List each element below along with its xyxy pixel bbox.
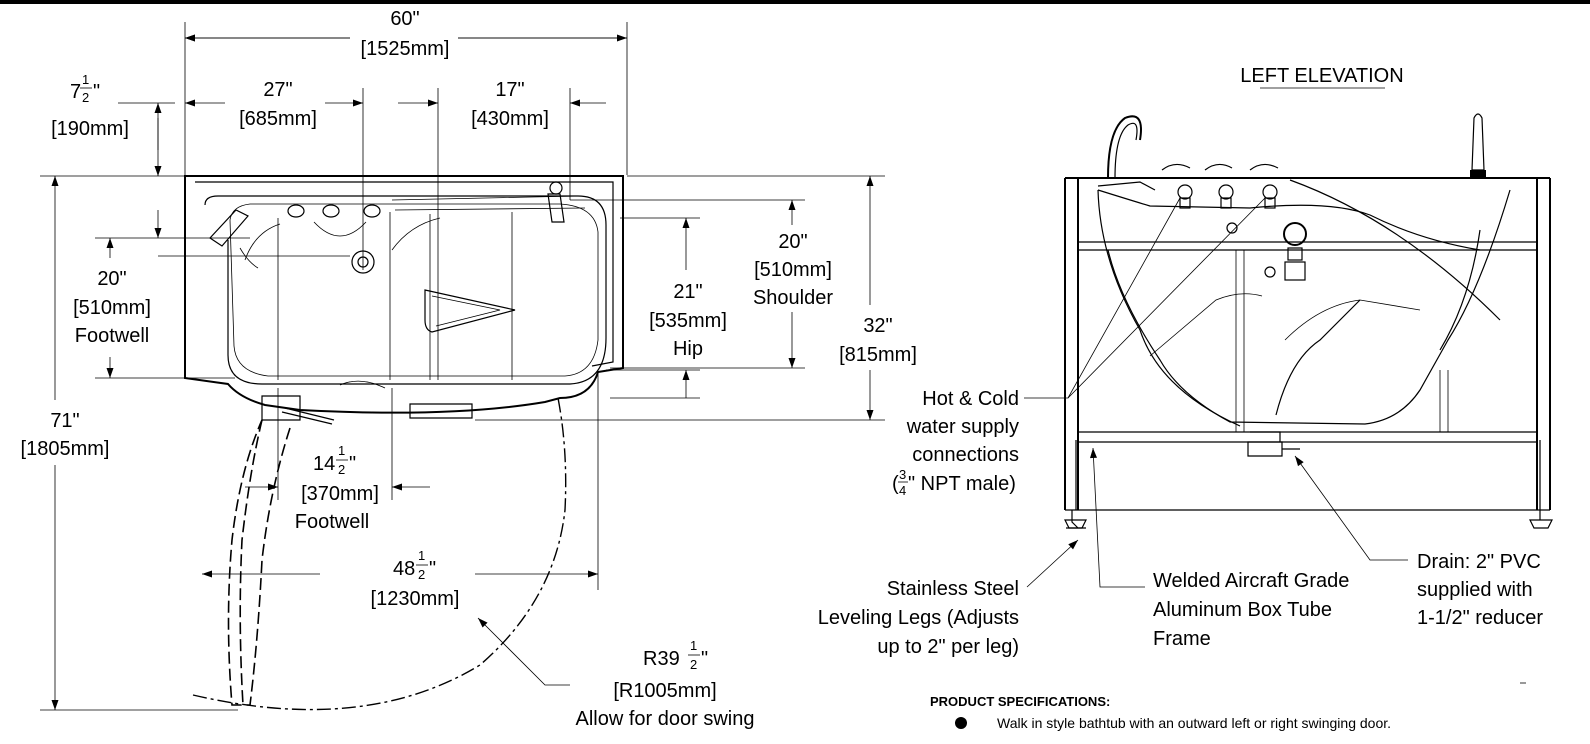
footwell-width-metric: [370mm] [301, 483, 379, 505]
svg-text:1: 1 [418, 548, 425, 563]
elevation-labels: LEFT ELEVATION Hot & Cold water supply c… [818, 65, 1544, 658]
svg-text:2: 2 [338, 462, 345, 477]
footwell-width-label: Footwell [295, 511, 369, 533]
specifications-heading: PRODUCT SPECIFICATIONS: [930, 694, 1111, 709]
svg-text:2: 2 [82, 90, 89, 105]
right-offset-imperial: 17" [495, 79, 524, 101]
frame-line2: Aluminum Box Tube [1153, 599, 1332, 621]
shoulder-depth-imperial: 20" [778, 231, 807, 253]
left-elevation-view [1024, 87, 1553, 684]
water-supply-line1: Hot & Cold [922, 388, 1019, 410]
footwell-depth-metric: [510mm] [73, 297, 151, 319]
drain-line2: supplied with [1417, 579, 1533, 601]
specification-item: Walk in style bathtub with an outward le… [930, 715, 1580, 731]
product-specifications: PRODUCT SPECIFICATIONS: Walk in style ba… [930, 694, 1580, 731]
top-border [0, 0, 1590, 4]
door-radius-label: Allow for door swing [576, 708, 755, 730]
drain-line3: 1-1/2" reducer [1417, 607, 1543, 629]
depth-metric: [815mm] [839, 344, 917, 366]
bullet-icon [955, 717, 967, 729]
depth-imperial: 32" [863, 315, 892, 337]
svg-text:" NPT male): " NPT male) [908, 473, 1016, 495]
footwell-depth-label: Footwell [75, 325, 149, 347]
door-radius-metric: [R1005mm] [613, 680, 716, 702]
legs-line2: Leveling Legs (Adjusts [818, 607, 1019, 629]
svg-text:1: 1 [690, 638, 697, 653]
clearance-metric: [1805mm] [21, 438, 110, 460]
svg-text:": " [429, 558, 436, 580]
legs-line3: up to 2" per leg) [877, 636, 1019, 658]
width-imperial: 60" [390, 8, 419, 30]
svg-text:(: ( [892, 473, 899, 495]
left-offset-imperial: 27" [263, 79, 292, 101]
specification-text: Walk in style bathtub with an outward le… [997, 715, 1392, 731]
svg-text:": " [93, 81, 100, 103]
legs-line1: Stainless Steel [887, 578, 1019, 600]
clearance-imperial: 71" [50, 410, 79, 432]
water-supply-line4: ( 3 4 " NPT male) [892, 467, 1016, 498]
hip-depth-label: Hip [673, 338, 703, 360]
svg-text:14: 14 [313, 453, 335, 475]
svg-text:3: 3 [899, 467, 906, 482]
view-title: LEFT ELEVATION [1240, 65, 1403, 87]
hip-depth-metric: [535mm] [649, 310, 727, 332]
svg-text:1: 1 [338, 443, 345, 458]
plan-view [40, 22, 885, 711]
plan-dimension-labels: 60" [1525mm] 27" [685mm] 17" [430mm] 7 1… [21, 8, 917, 730]
door-opening-metric: [1230mm] [371, 588, 460, 610]
svg-text:R39: R39 [643, 648, 680, 670]
svg-text:1: 1 [82, 72, 89, 87]
water-supply-line3: connections [912, 444, 1019, 466]
frame-line1: Welded Aircraft Grade [1153, 570, 1349, 592]
shoulder-depth-metric: [510mm] [754, 259, 832, 281]
shoulder-depth-label: Shoulder [753, 287, 833, 309]
drain-line1: Drain: 2" PVC [1417, 551, 1541, 573]
left-offset-metric: [685mm] [239, 108, 317, 130]
valves [1161, 163, 1279, 209]
svg-text:": " [349, 453, 356, 475]
svg-text:7: 7 [70, 81, 81, 103]
deck-ledge-metric: [190mm] [51, 118, 129, 140]
deck-ledge-imperial: 7 1 2 " [70, 72, 100, 105]
svg-text:48: 48 [393, 558, 415, 580]
footwell-width-imperial: 14 1 2 " [313, 443, 356, 477]
svg-text:": " [701, 648, 708, 670]
svg-text:2: 2 [418, 567, 425, 582]
door-opening-imperial: 48 1 2 " [393, 548, 436, 582]
right-offset-metric: [430mm] [471, 108, 549, 130]
width-metric: [1525mm] [361, 38, 450, 60]
water-supply-line2: water supply [906, 416, 1019, 438]
svg-text:4: 4 [899, 483, 906, 498]
hip-depth-imperial: 21" [673, 281, 702, 303]
footwell-depth-imperial: 20" [97, 268, 126, 290]
svg-text:2: 2 [690, 657, 697, 672]
door-radius-imperial: R39 1 2 " [643, 638, 708, 672]
frame-line3: Frame [1153, 628, 1211, 650]
